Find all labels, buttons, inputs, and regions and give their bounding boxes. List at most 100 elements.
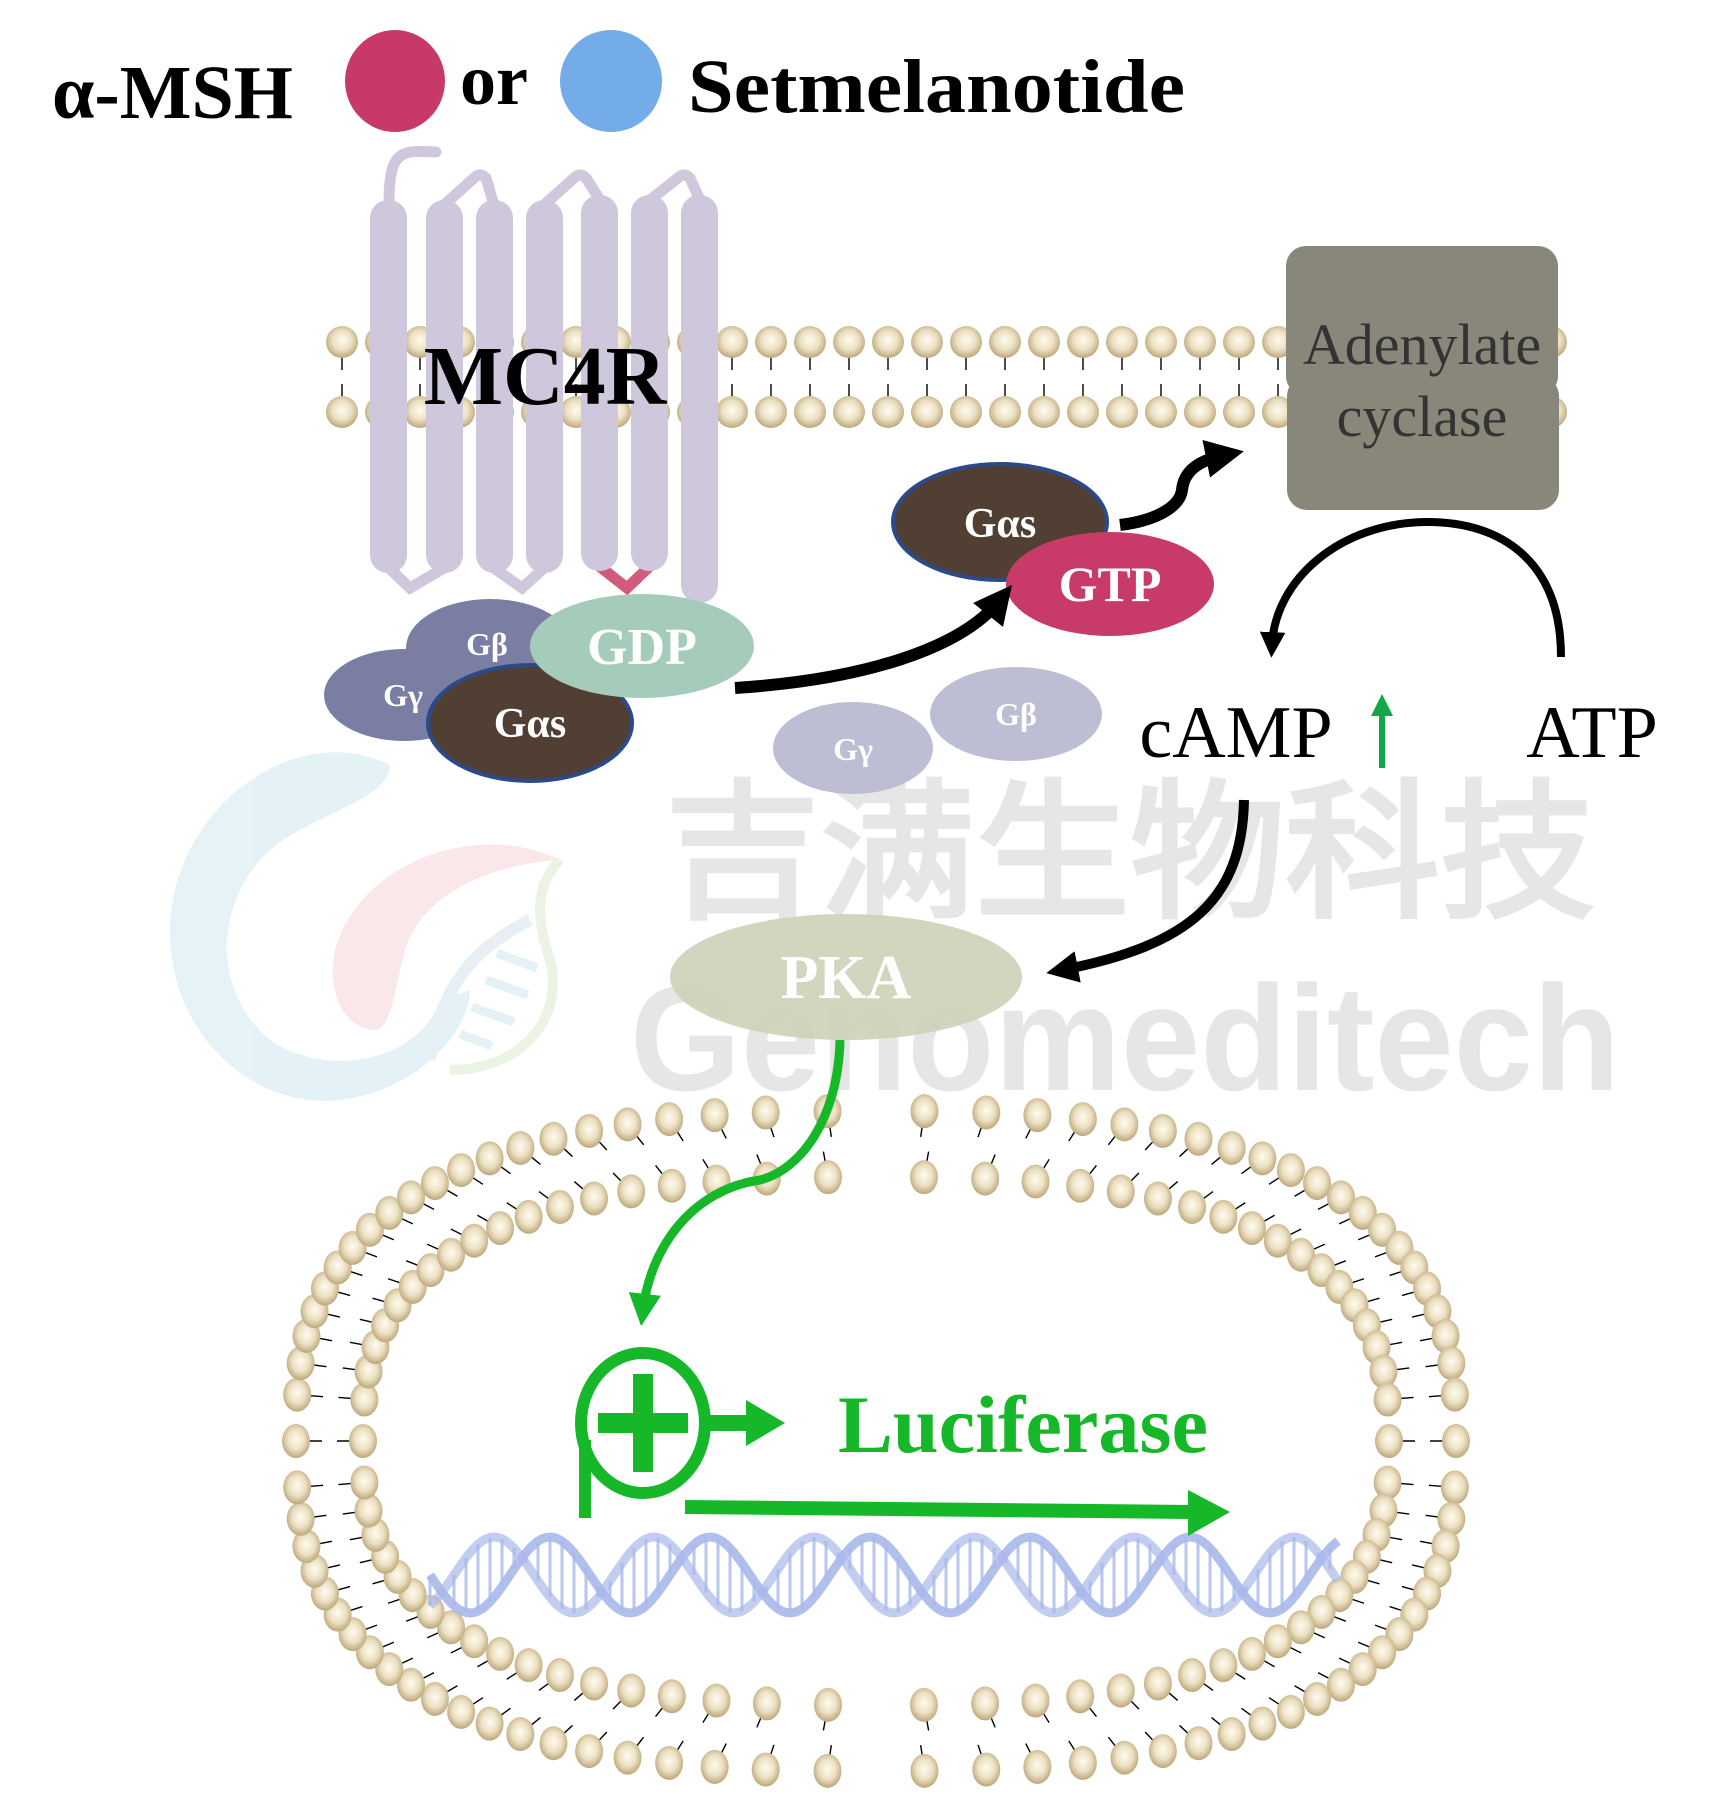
promoter-symbol [575,1347,785,1518]
lipid [539,1724,573,1761]
lipid [1211,1130,1246,1166]
g-alpha-s-active-label: Gαs [964,501,1036,547]
lipid [1211,1716,1246,1752]
conversion-arrow-atp-to-camp [1259,517,1565,658]
lipid [326,384,358,428]
lipid [426,1610,466,1645]
lipid [573,1181,609,1216]
lipid [655,1102,684,1142]
lipid [538,1189,574,1224]
lipid [1369,1354,1410,1389]
lipid [282,1424,322,1458]
lipid [1107,1736,1139,1775]
lipid [1184,384,1216,428]
lipid [1028,384,1060,428]
watermark-logo [169,752,564,1101]
lipid [1209,1199,1246,1234]
lipid [337,1424,377,1458]
lipid [420,1681,458,1716]
lipid [326,326,358,370]
lipid [506,1199,543,1234]
lipid [950,384,982,428]
lipid [292,1529,333,1564]
lipid [813,1745,842,1788]
mc4r-label: MC4R [424,330,668,423]
lipid [375,1195,414,1230]
lipid [1143,1666,1179,1701]
lipid [1023,1743,1052,1784]
lipid [794,326,826,370]
lipid [1286,1610,1326,1645]
lipid [613,1736,645,1775]
gdp-molecule [530,594,754,698]
lipid [575,1731,608,1769]
lipid [1263,1223,1302,1258]
lipid [1241,1706,1277,1741]
lipid [283,1377,324,1412]
lipid [1307,1594,1347,1629]
lipid [538,1658,574,1693]
lipid [1237,1636,1275,1671]
transcription-arrow [684,1500,1191,1519]
lipid [1419,1318,1460,1353]
lipid [1317,1667,1355,1702]
lipid [1106,1673,1140,1710]
lipid [506,1648,543,1683]
gtp-molecule [1006,532,1214,636]
lipid [1068,1740,1097,1780]
lipid [1178,1189,1214,1224]
lipid [702,1683,731,1724]
lipid [1373,1465,1414,1500]
lipid [1106,326,1138,370]
ligand-setmelanotide-label: Setmelanotide [688,45,1185,129]
lipid [1028,326,1060,370]
gtp-label: GTP [1059,556,1162,612]
lipid [1317,1180,1355,1215]
lipid [1066,1164,1097,1203]
lipid [539,1121,573,1158]
transcription-arrowhead-icon [1188,1490,1230,1536]
lipid [909,1151,938,1195]
g-alpha-s-subunit [426,663,634,783]
luciferase-label: Luciferase [838,1379,1208,1470]
lipid [909,1687,938,1731]
lipid [971,1686,1000,1728]
lipid [1023,1098,1052,1139]
lipid [477,1211,515,1246]
lipid [1209,1648,1246,1683]
lipid [716,326,748,370]
lipid [1223,384,1255,428]
lipid [405,1253,445,1288]
g-beta-gamma-free: Gγ Gβ [773,667,1102,794]
transmembrane-helix-7 [681,195,718,603]
lipid [1184,326,1216,370]
lipid [872,326,904,370]
lipid [450,1223,489,1258]
lipid [1021,1158,1050,1199]
lipid [506,1716,541,1752]
g-gamma-label: Gγ [383,677,423,713]
lipid [716,384,748,428]
lipid [575,1113,608,1151]
signal-arrow-camp-to-pka [1046,799,1249,983]
lipid [755,326,787,370]
adenylate-cyclase-label-line1: Adenylate [1303,312,1541,377]
lipid [1066,1679,1097,1718]
ligand-alpha-msh-icon [345,30,445,132]
mc4r-receptor [370,145,718,603]
lipid [613,1107,645,1146]
lipid [375,1652,414,1687]
lipid [833,326,865,370]
lipid [989,326,1021,370]
lipid [872,384,904,428]
lipid [1223,326,1255,370]
lipid [612,1673,646,1710]
lipid [447,1694,484,1729]
transmembrane-helix-2 [426,200,463,573]
lipid [1357,1635,1397,1670]
lipid [1338,1652,1377,1687]
free-g-beta-label: Gβ [995,696,1037,732]
lipid [1428,1377,1469,1412]
lipid [420,1166,458,1201]
